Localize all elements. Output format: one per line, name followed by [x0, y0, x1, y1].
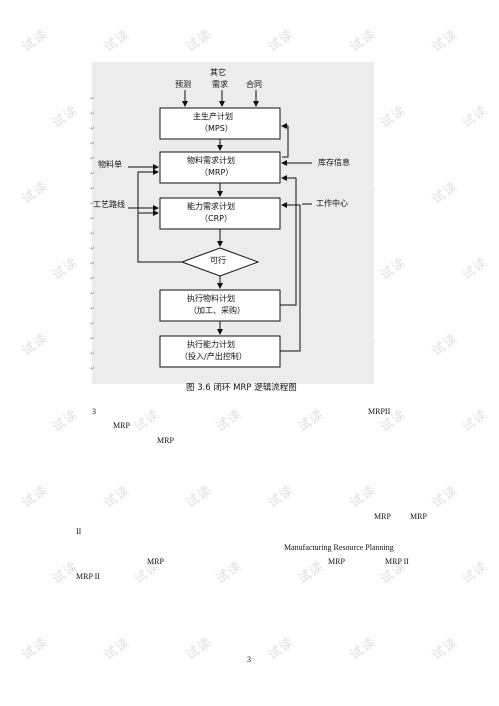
box-exec-capacity	[159, 335, 281, 368]
paragraph-mark: ↵	[90, 215, 96, 222]
body-line1-mrpii: MRPII	[368, 407, 391, 416]
body-line6-term: Manufacturing Resource Planning	[284, 543, 394, 552]
body-line8-mrpii: MRP II	[76, 572, 100, 581]
body-line4-mrp-a: MRP	[374, 512, 391, 521]
box-mrp	[159, 151, 281, 184]
decision-label: 可行	[210, 256, 226, 265]
body-line2-mrp: MRP	[113, 421, 130, 430]
crp-title: 能力需求计划	[187, 202, 235, 211]
paragraph-mark: ↵	[90, 365, 96, 372]
body-line4-mrp-b: MRP	[410, 512, 427, 521]
paragraph-mark: ↵	[90, 230, 96, 237]
paragraph-mark: ↵	[90, 95, 96, 102]
paragraph-mark: ↵	[90, 140, 96, 147]
paragraph-mark: ↵	[90, 200, 96, 207]
label-bom: 物料单	[98, 160, 122, 169]
mrp-title: 物料需求计划	[187, 156, 235, 165]
label-demand: 需求	[212, 80, 228, 89]
paragraph-mark: ↵	[90, 125, 96, 132]
paragraph-mark: ↵	[90, 320, 96, 327]
label-routing: 工艺路线	[93, 200, 125, 209]
mps-abbr: （MPS）	[200, 124, 233, 133]
exec-capacity-title: 执行能力计划	[187, 340, 235, 349]
body-line7-mrp-b: MRP	[328, 557, 345, 566]
paragraph-mark: ↵	[90, 245, 96, 252]
body-line7-mrp-a: MRP	[147, 557, 164, 566]
label-contract: 合同	[246, 80, 262, 89]
body-line1-num: 3	[92, 407, 96, 416]
paragraph-mark: ↵	[90, 350, 96, 357]
exec-material-sub: （加工、采购）	[189, 306, 245, 315]
body-line5-ii: II	[76, 527, 82, 536]
box-crp	[159, 197, 281, 230]
exec-capacity-sub: （投入/产出控制）	[180, 352, 247, 361]
paragraph-mark: ↵	[90, 260, 96, 267]
mrp-abbr: （MRP）	[200, 168, 234, 177]
paragraph-mark: ↵	[90, 335, 96, 342]
paragraph-mark: ↵	[90, 155, 96, 162]
paragraph-mark: ↵	[90, 275, 96, 282]
paragraph-mark: ↵	[90, 170, 96, 177]
paragraph-mark: ↵	[90, 185, 96, 192]
body-line3-mrp: MRP	[157, 436, 174, 445]
exec-material-title: 执行物料计划	[187, 294, 235, 303]
label-others: 其它	[210, 68, 226, 77]
paragraph-mark: ↵	[90, 110, 96, 117]
label-forecast: 预测	[175, 80, 191, 89]
label-inventory: 库存信息	[318, 158, 350, 167]
box-exec-material	[159, 289, 281, 322]
body-line7-mrpii: MRP II	[385, 557, 409, 566]
crp-abbr: （CRP）	[200, 214, 232, 223]
paragraph-mark: ↵	[90, 305, 96, 312]
mps-title: 主生产计划	[193, 112, 233, 121]
label-workcenter: 工作中心	[316, 199, 348, 208]
paragraph-mark: ↵	[90, 290, 96, 297]
figure-caption: 图 3.6 闭环 MRP 逻辑流程图	[186, 383, 297, 393]
page-number: 3	[247, 655, 251, 664]
